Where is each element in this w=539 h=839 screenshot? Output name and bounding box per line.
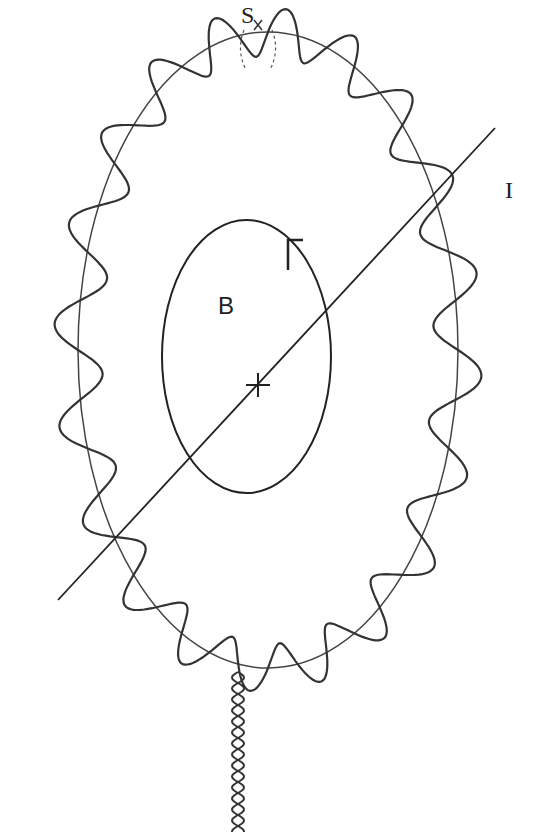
twisted-tail	[232, 672, 244, 832]
cross-mark	[254, 20, 262, 30]
inner-ellipse: B	[160, 218, 333, 495]
site-label: S	[241, 3, 254, 27]
ellipse-outline	[160, 218, 333, 495]
twisted-tail	[232, 672, 244, 832]
coiled-strand	[55, 9, 482, 691]
axis-line	[58, 128, 495, 600]
region-label: B	[218, 294, 234, 318]
center-cross	[246, 373, 270, 397]
dotted-loop	[240, 30, 275, 70]
axis-label: I	[505, 178, 513, 202]
